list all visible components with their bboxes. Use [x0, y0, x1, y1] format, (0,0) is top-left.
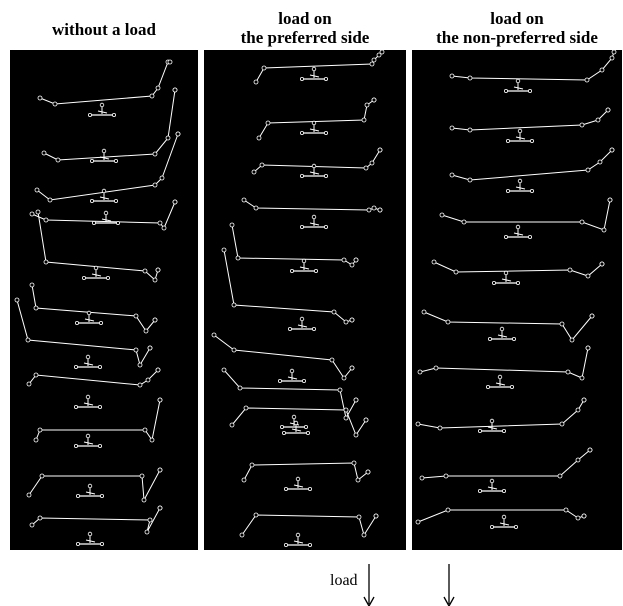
- header-non-preferred-side: load on the non-preferred side: [412, 9, 622, 47]
- non-preferred-stick-figure-2: [449, 107, 611, 144]
- header-without-load-line1: without a load: [52, 20, 156, 39]
- preferred-stick-figure-5: [229, 222, 359, 273]
- panel-non-preferred-side-figures: [415, 50, 617, 529]
- without-load-stick-figure-9: [33, 397, 163, 448]
- without-load-stick-figure-5: [35, 209, 161, 283]
- non-preferred-stick-figure-4: [439, 197, 613, 239]
- preferred-stick-figure-8: [221, 367, 359, 429]
- preferred-stick-figure-11: [239, 512, 379, 547]
- header-preferred-side: load on the preferred side: [204, 9, 406, 47]
- preferred-stick-figure-2: [256, 97, 377, 141]
- non-preferred-stick-figure-8: [415, 397, 587, 433]
- load-label-preferred: load: [330, 572, 358, 589]
- preferred-stick-figure-10: [241, 460, 371, 491]
- header-preferred-line1: load on: [278, 9, 332, 28]
- down-arrow-icon: [363, 564, 375, 606]
- panel-preferred-side: [204, 50, 406, 550]
- without-load-stick-figure-4: [29, 199, 178, 231]
- preferred-stick-figure-4: [241, 197, 383, 229]
- panel-non-preferred-side: [412, 50, 622, 550]
- header-without-load: without a load: [10, 20, 198, 39]
- without-load-stick-figure-2: [41, 87, 178, 164]
- preferred-stick-figure-1: [253, 50, 385, 85]
- preferred-stick-figure-6: [221, 247, 355, 331]
- down-arrow-icon: [443, 564, 455, 606]
- non-preferred-stick-figure-10: [415, 507, 587, 529]
- without-load-stick-figure-3: [34, 131, 181, 203]
- without-load-stick-figure-1: [37, 59, 173, 118]
- non-preferred-stick-figure-9: [419, 447, 593, 493]
- without-load-stick-figure-8: [26, 367, 161, 409]
- preferred-stick-figure-9: [229, 405, 369, 438]
- header-preferred-line2: the preferred side: [240, 28, 370, 47]
- header-non-preferred-line1: load on: [490, 9, 544, 28]
- non-preferred-stick-figure-1: [449, 50, 617, 94]
- preferred-stick-figure-3: [251, 147, 383, 179]
- non-preferred-stick-figure-7: [417, 345, 591, 389]
- preferred-stick-figure-7: [211, 332, 355, 383]
- non-preferred-stick-figure-6: [421, 309, 595, 343]
- without-load-stick-figure-10: [26, 467, 163, 503]
- panel-without-load-figures: [14, 59, 181, 546]
- panel-preferred-side-figures: [211, 50, 385, 547]
- without-load-stick-figure-11: [29, 505, 163, 546]
- header-non-preferred-line2: the non-preferred side: [436, 28, 598, 47]
- non-preferred-stick-figure-3: [449, 147, 615, 193]
- without-load-stick-figure-6: [29, 282, 158, 334]
- panel-without-load: [10, 50, 198, 550]
- non-preferred-stick-figure-5: [431, 259, 605, 285]
- without-load-stick-figure-7: [14, 297, 153, 369]
